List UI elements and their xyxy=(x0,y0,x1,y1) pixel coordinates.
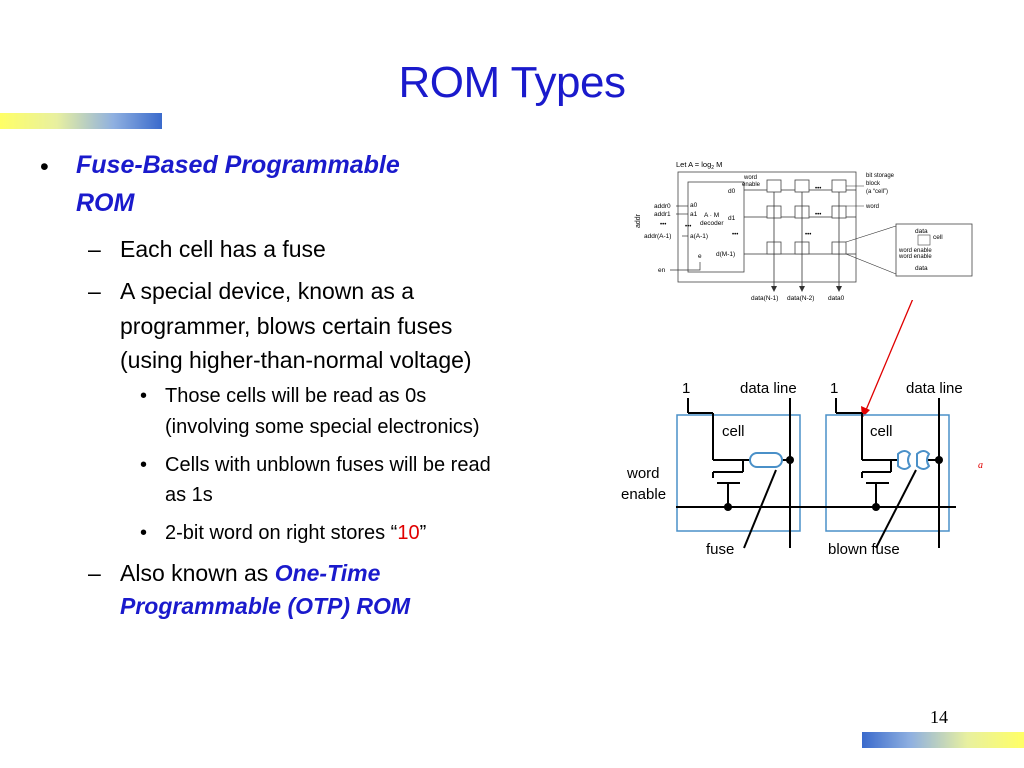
decoder-block xyxy=(687,181,745,273)
sub3-a-line2: (involving some special electronics) xyxy=(165,416,480,438)
dM1-label: d(M-1) xyxy=(716,251,735,258)
bullet3-dot-b: • xyxy=(140,454,148,476)
page-number: 14 xyxy=(930,707,948,727)
zoom-word-enable-a: word enable xyxy=(898,248,932,254)
dots-rows: ••• xyxy=(732,232,738,238)
bit-storage-label-2: block xyxy=(866,181,881,187)
a0-label: a0 xyxy=(690,202,698,209)
addrA1-label: addr(A-1) xyxy=(644,233,671,240)
zoom-data-top: data xyxy=(915,228,928,235)
rom-outer-box xyxy=(677,171,857,283)
vdd-right-label: 1 xyxy=(830,380,838,397)
dots-col: ••• xyxy=(805,232,811,238)
data-line-right-label: data line xyxy=(906,380,963,397)
word-enable-line2: enable xyxy=(621,486,666,503)
sub3-c-prefix: 2-bit word on right stores “ xyxy=(165,522,398,544)
aA1-label: a(A-1) xyxy=(690,233,708,240)
sub4-prefix: Also known as xyxy=(120,560,275,586)
sub-bullet-4-line2: Programmable (OTP) ROM xyxy=(120,593,411,619)
data-n1-label: data(N-1) xyxy=(751,295,778,302)
sub3-b-line1: Cells with unblown fuses will be read xyxy=(165,454,491,476)
sub3-a-line1: Those cells will be read as 0s xyxy=(165,385,427,407)
otp-term-line1: One-Time xyxy=(274,560,381,586)
annotation-marker: a xyxy=(978,460,983,471)
bullet3-dot-c: • xyxy=(140,522,148,544)
zoom-arrow xyxy=(865,300,914,411)
sub3-b-line2: as 1s xyxy=(165,484,213,506)
fuse-circuit-diagram: 1 data line 1 data line cell cell word e… xyxy=(621,300,983,558)
cell-box-right xyxy=(825,414,950,532)
a1-label: a1 xyxy=(690,211,698,218)
cell-box-left xyxy=(676,414,801,532)
blown-fuse-label: blown fuse xyxy=(828,541,900,558)
slide-title: ROM Types xyxy=(398,58,626,107)
sub-bullet-1: Each cell has a fuse xyxy=(120,236,326,262)
decoder-label-2: decoder xyxy=(700,220,724,227)
dots-addr: ••• xyxy=(660,222,666,228)
zoomed-cell-box xyxy=(895,223,973,277)
zoom-word-enable-b: word enable xyxy=(898,254,932,260)
data-n2-label: data(N-2) xyxy=(787,295,814,302)
en-label: en xyxy=(658,267,666,274)
word-enable-label-2: enable xyxy=(742,182,761,188)
fuse-label: fuse xyxy=(706,541,734,558)
bullet-dot: • xyxy=(40,153,49,181)
bit-storage-label-1: bit storage xyxy=(866,173,895,179)
cell-right-label: cell xyxy=(870,423,893,440)
vdd-left-label: 1 xyxy=(682,380,690,397)
bullet-main-line2: ROM xyxy=(76,189,135,217)
sub-bullet-2-line1: A special device, known as a xyxy=(120,278,415,304)
data0-label: data0 xyxy=(828,295,845,302)
dots-row2: ••• xyxy=(815,212,821,218)
d0-label: d0 xyxy=(728,188,736,195)
d1-label: d1 xyxy=(728,215,736,222)
addr1-label: addr1 xyxy=(654,211,671,218)
stored-word-value: 10 xyxy=(397,522,420,544)
dash-3: – xyxy=(88,560,101,586)
dash-1: – xyxy=(88,236,101,262)
let-a-label: Let A = log2 M xyxy=(676,160,722,171)
addr-vertical-label: addr xyxy=(635,213,642,228)
data-line-left-label: data line xyxy=(740,380,797,397)
dots-decoder: ••• xyxy=(685,224,691,230)
bit-storage-label-3: (a “cell”) xyxy=(866,189,888,195)
word-line-label: word xyxy=(865,204,879,210)
e-label: e xyxy=(698,253,702,260)
sub3-c-suffix: ” xyxy=(419,522,427,544)
word-enable-line1: word xyxy=(626,465,660,482)
addr0-label: addr0 xyxy=(654,203,671,210)
rom-block-diagram: Let A = log2 M word enable d0 d1 d(M-1) … xyxy=(635,160,973,302)
dash-2: – xyxy=(88,278,101,304)
word-enable-label-1: word xyxy=(743,175,757,181)
fuse-blown xyxy=(897,450,931,470)
sub3-c: 2-bit word on right stores “10” xyxy=(165,518,595,548)
zoom-cell-label: cell xyxy=(933,234,943,241)
zoom-data-bottom: data xyxy=(915,265,928,272)
decor-bar-bottom xyxy=(862,732,1024,748)
decor-bar-top xyxy=(0,113,162,129)
sub-bullet-4-line1: Also known as One-Time xyxy=(120,558,580,588)
sub-bullet-2-line3: (using higher-than-normal voltage) xyxy=(120,347,472,373)
cell-left-label: cell xyxy=(722,423,745,440)
dots-row1: ••• xyxy=(815,186,821,192)
sub-bullet-2-line2: programmer, blows certain fuses xyxy=(120,313,453,339)
bullet-main-line1: Fuse-Based Programmable xyxy=(76,151,400,179)
bullet3-dot-a: • xyxy=(140,385,148,407)
decoder-label-1: A · M xyxy=(704,212,719,219)
fuse-intact xyxy=(749,452,783,468)
